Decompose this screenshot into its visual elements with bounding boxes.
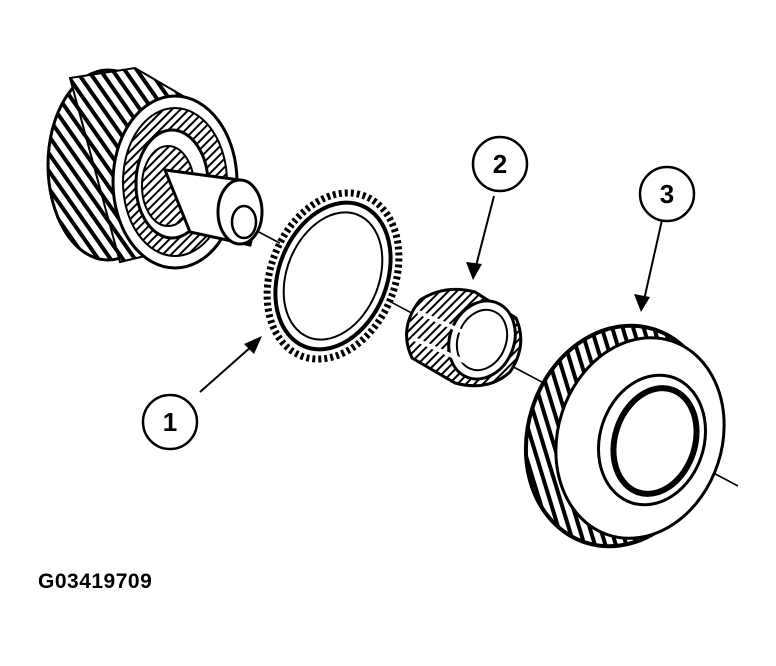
callout-2-label: 2 (493, 149, 507, 179)
callout-1-label: 1 (163, 407, 177, 437)
callout-3: 3 (638, 165, 696, 223)
needle-bearing (405, 287, 523, 388)
leader-arrow-3 (634, 219, 663, 312)
callout-3-label: 3 (660, 179, 674, 209)
leader-arrow-2 (466, 195, 495, 280)
callout-2: 2 (471, 135, 529, 193)
leader-arrow-1 (199, 336, 262, 393)
figure-code: G03419709 (38, 570, 153, 593)
shaft-assembly (46, 66, 264, 270)
synchronizer-ring (263, 189, 403, 363)
helical-gear (523, 323, 726, 549)
callout-1: 1 (141, 393, 199, 451)
